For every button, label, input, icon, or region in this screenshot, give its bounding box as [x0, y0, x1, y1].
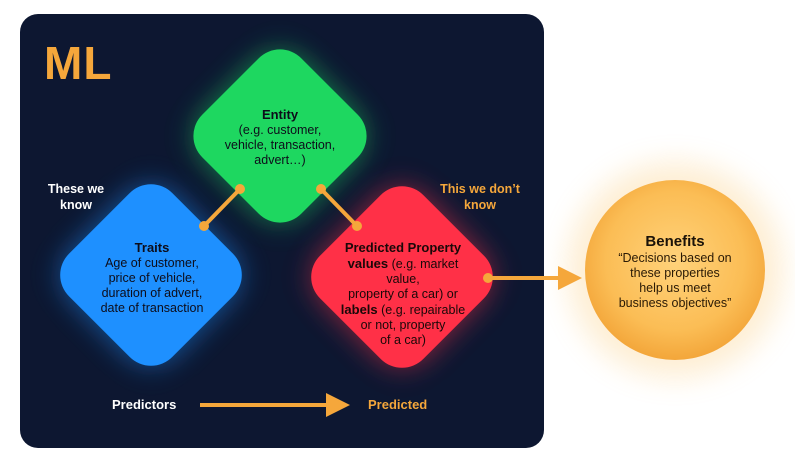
this-we-dont-know-line: know [464, 198, 496, 212]
traits-line: date of transaction [100, 301, 204, 315]
arrow-to-benefits-head [558, 266, 582, 290]
benefits-text: Benefits “Decisions based on these prope… [600, 234, 750, 311]
predicted-line: property of a car) or [348, 287, 458, 301]
connector-dot [235, 184, 245, 194]
ml-title: ML [44, 37, 113, 89]
these-we-know-line: These we [47, 182, 105, 196]
connector-entity-predicted [319, 187, 359, 228]
entity-diamond [193, 49, 367, 223]
predicted-diamond [311, 186, 493, 368]
predicted-values-term: values [347, 256, 389, 271]
predicted-line: (e.g. market value, [386, 257, 459, 286]
this-we-dont-know-label: This we don’t know [428, 181, 532, 213]
entity-line: advert…) [254, 153, 306, 167]
traits-heading: Traits [134, 240, 170, 255]
traits-text: Traits Age of customer, price of vehicle… [86, 240, 218, 316]
benefits-line: business objectives” [618, 296, 732, 310]
these-we-know-line: know [60, 198, 92, 212]
predicted-labels-term: labels [340, 302, 378, 317]
entity-line: (e.g. customer, [238, 123, 322, 137]
traits-diamond [60, 184, 242, 366]
arrow-start-dot [483, 273, 493, 283]
traits-line: duration of advert, [101, 286, 203, 300]
traits-line: price of vehicle, [108, 271, 196, 285]
connector-traits-entity [202, 187, 242, 228]
these-we-know-label: These we know [36, 181, 116, 213]
benefits-line: “Decisions based on [618, 251, 732, 265]
benefits-circle [585, 180, 765, 360]
predictors-label: Predictors [112, 397, 177, 412]
entity-heading: Entity [261, 107, 299, 122]
predictors-arrow-head [326, 393, 350, 417]
predicted-line: (e.g. repairable [377, 303, 466, 317]
predicted-text: Predicted Property values (e.g. market v… [330, 240, 476, 348]
this-we-dont-know-line: This we don’t [440, 182, 520, 196]
connector-dot [316, 184, 326, 194]
benefits-heading: Benefits [645, 233, 705, 250]
connector-dot [199, 221, 209, 231]
predicted-heading: Predicted Property [344, 240, 462, 255]
benefits-line: these properties [630, 266, 720, 280]
predicted-line: of a car) [380, 333, 426, 347]
predicted-label: Predicted [368, 397, 428, 412]
benefits-line: help us meet [639, 281, 711, 295]
entity-text: Entity (e.g. customer, vehicle, transact… [215, 107, 345, 168]
connector-dot [352, 221, 362, 231]
predicted-line: or not, property [360, 318, 446, 332]
entity-line: vehicle, transaction, [224, 138, 336, 152]
traits-line: Age of customer, [105, 256, 199, 270]
